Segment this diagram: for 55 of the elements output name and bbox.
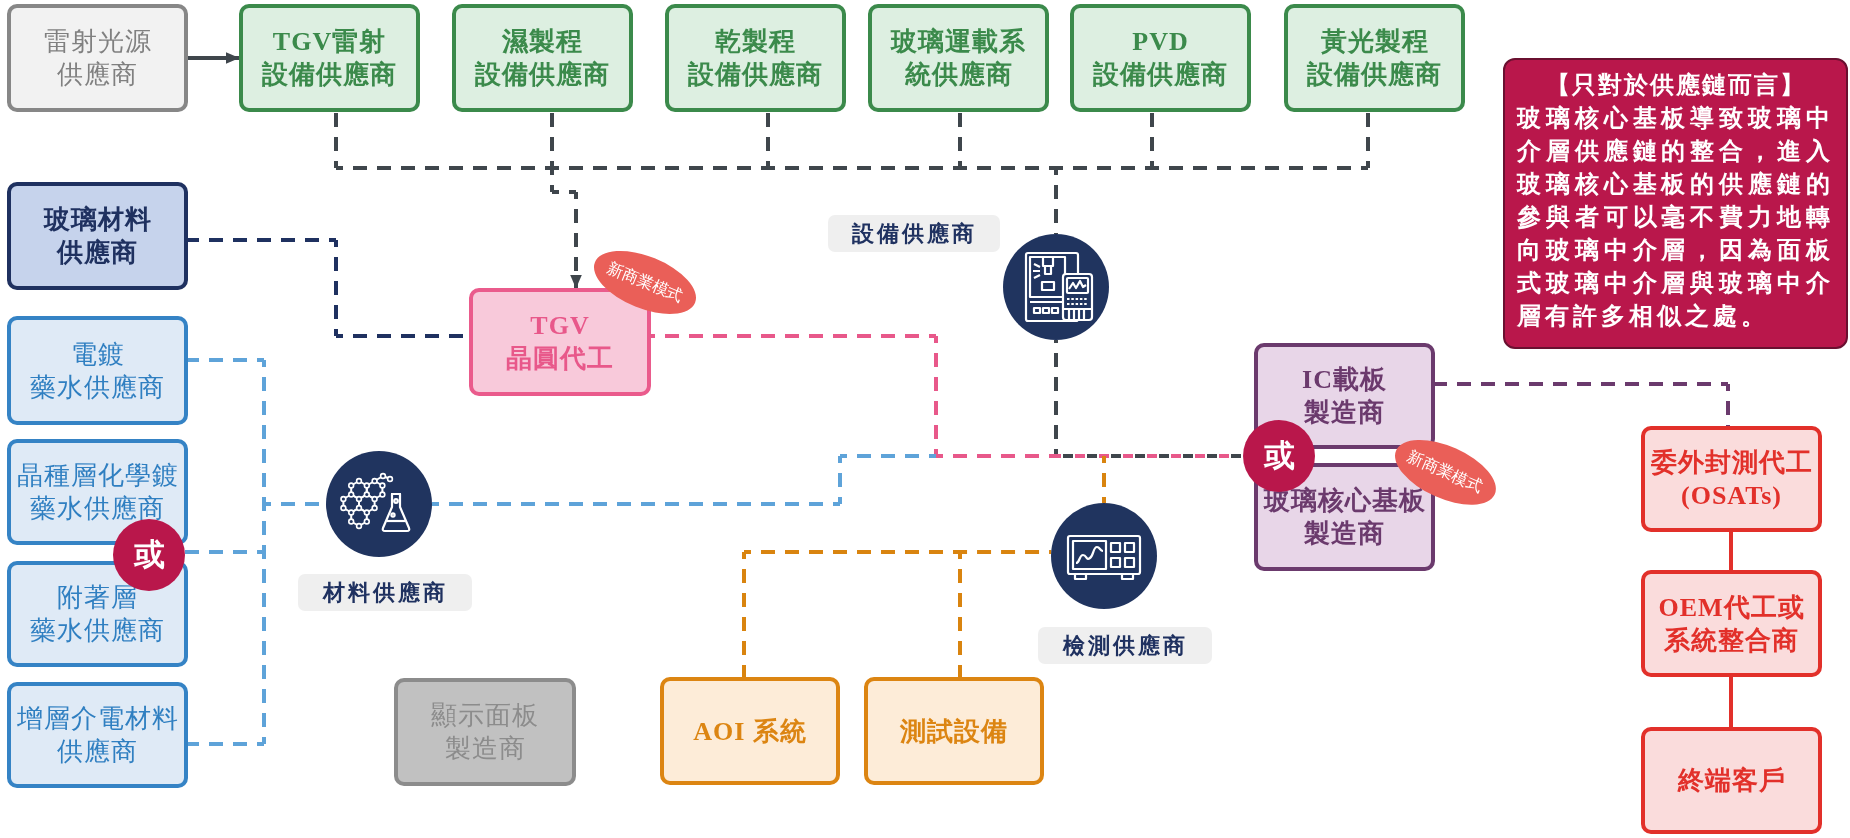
dashed-connector xyxy=(334,112,552,170)
dashed-connector xyxy=(958,112,962,168)
dashed-connector xyxy=(1435,382,1730,426)
service-box: 委外封測代工(OSATs) xyxy=(1641,426,1822,532)
connector xyxy=(1729,677,1733,727)
customer-box: 終端客戶 xyxy=(1641,727,1822,834)
dashed-arrow xyxy=(550,168,582,289)
dashed-connector xyxy=(958,552,962,677)
dashed-connector xyxy=(768,166,960,170)
dashed-connector xyxy=(936,454,1056,458)
dashed-connector xyxy=(1056,166,1152,170)
icon-caption: 設備供應商 xyxy=(828,215,1000,252)
supplier-box: 乾製程設備供應商 xyxy=(665,4,846,112)
dashed-connector xyxy=(960,166,1056,170)
system-box: AOI 系統 xyxy=(660,677,840,785)
dashed-connector xyxy=(651,334,938,456)
dashed-connector xyxy=(188,552,266,746)
dashed-connector xyxy=(1054,168,1058,234)
ellipse-tag: 新商業模式 xyxy=(594,250,696,314)
dashed-connector xyxy=(1054,340,1058,456)
connector xyxy=(1729,532,1733,570)
supplier-box: PVD設備供應商 xyxy=(1070,4,1251,112)
dashed-connector xyxy=(552,166,768,170)
dashed-connector xyxy=(1150,112,1154,168)
dashed-connector xyxy=(1102,456,1106,503)
dashed-connector xyxy=(742,550,960,677)
dashed-connector xyxy=(184,550,264,554)
note-heading: 【只對於供應鏈而言】 xyxy=(1544,70,1807,101)
dashed-connector xyxy=(766,112,770,168)
note-box xyxy=(1503,58,1848,349)
supplier-box: 電鍍藥水供應商 xyxy=(7,316,188,425)
dashed-connector xyxy=(1152,112,1370,170)
supplier-box: 增層介電材料供應商 xyxy=(7,682,188,788)
machine-icon xyxy=(1003,234,1109,340)
supplier-box: 濕製程設備供應商 xyxy=(452,4,633,112)
supplier-box: 黃光製程設備供應商 xyxy=(1284,4,1465,112)
supplier-box: 玻璃運載系統供應商 xyxy=(868,4,1049,112)
dashed-connector xyxy=(432,454,936,506)
arrow xyxy=(188,52,240,64)
supplier-box: TGV雷射設備供應商 xyxy=(239,4,420,112)
supplier-box: 雷射光源供應商 xyxy=(7,4,188,112)
oscilloscope-icon xyxy=(1051,503,1157,609)
icon-caption: 檢測供應商 xyxy=(1038,627,1212,664)
dashed-connector xyxy=(1104,454,1243,458)
supplier-box: 玻璃材料供應商 xyxy=(7,182,188,290)
dashed-connector xyxy=(188,358,266,504)
dashed-connector xyxy=(960,550,1052,554)
equipment-box: 測試設備 xyxy=(864,677,1044,785)
dashed-connector xyxy=(262,504,266,552)
icon-caption: 材料供應商 xyxy=(298,574,472,611)
dashed-connector xyxy=(550,112,554,168)
molecule-flask-icon xyxy=(326,451,432,557)
note-text: 玻璃核心基板導致玻璃中介層供應鏈的整合，進入玻璃核心基板的供應鏈的參與者可以毫不費力地轉向玻璃中介層，因為面板式玻璃中介層與玻璃中介層有許多相似之處。 xyxy=(1517,103,1834,332)
dashed-connector xyxy=(1056,454,1104,458)
integrator-box: OEM代工或系統整合商 xyxy=(1641,570,1822,677)
